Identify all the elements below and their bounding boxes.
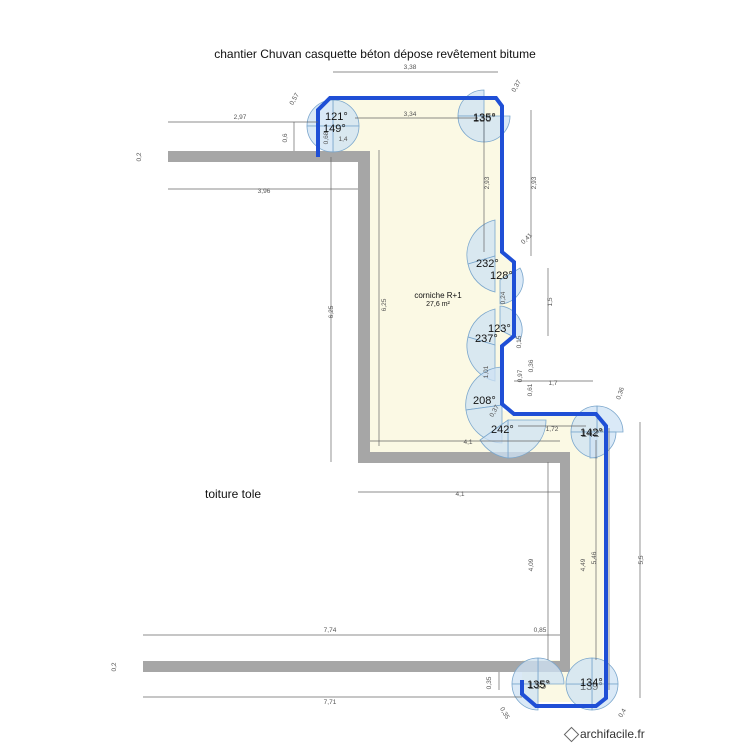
angle-arc <box>479 419 509 459</box>
dim-label: 1,5 <box>547 297 554 306</box>
dim-label: 3,96 <box>258 188 271 195</box>
angle-arc <box>499 267 524 305</box>
dim-label: 1,4 <box>338 136 347 143</box>
watermark: archifacile.fr <box>563 727 645 743</box>
dim-label: 0,15 <box>516 335 523 348</box>
angle-arc <box>467 308 496 346</box>
angle-label: 121° <box>325 111 348 123</box>
wall-right-vertical <box>560 452 570 672</box>
angle-arc <box>565 657 593 685</box>
plan-title: chantier Chuvan casquette béton dépose r… <box>214 47 536 61</box>
wall-left-vertical <box>358 151 370 463</box>
angle-arc <box>332 99 360 127</box>
angle-arc <box>499 305 523 341</box>
wall-bottom <box>143 661 570 672</box>
room-name: corniche R+1 <box>414 291 462 300</box>
angle-label: 237° <box>475 333 498 345</box>
angle-arc <box>565 683 593 711</box>
dim-label: 3,34 <box>404 111 417 118</box>
dim-label: 1,7 <box>548 380 557 387</box>
angle-arc <box>457 115 485 143</box>
dim-label: 0,4 <box>617 707 628 719</box>
dim-label: 0,97 <box>517 369 524 382</box>
wall-mid-horizontal <box>358 452 570 463</box>
dim-label: 0,35 <box>486 676 493 689</box>
dim-label: 5,5 <box>638 555 645 564</box>
angle-label: 139° <box>580 681 603 693</box>
dim-label: 1,01 <box>483 365 490 378</box>
angle-arc <box>537 657 565 685</box>
wall-top-left <box>168 151 358 162</box>
dim-label: 0,2 <box>136 152 143 161</box>
dim-label: 6,25 <box>381 298 388 311</box>
angle-arc <box>511 657 539 685</box>
angle-label: 135° <box>473 112 496 124</box>
room-label: corniche R+1 27,6 m² <box>414 291 462 308</box>
dim-label: 2,93 <box>484 176 491 189</box>
wall-group <box>143 151 570 672</box>
dim-label: 0,2 <box>111 662 118 671</box>
angle-label: 128° <box>490 270 513 282</box>
angle-arcs <box>306 89 624 711</box>
angle-label: 135° <box>527 679 550 691</box>
dim-label: 0,37 <box>511 79 524 94</box>
angle-label: 208° <box>473 395 496 407</box>
dim-label: 4,1 <box>455 491 464 498</box>
dim-label: 0,57 <box>289 92 302 107</box>
dim-label: 0,36 <box>528 359 535 372</box>
dimension-lines <box>143 71 641 698</box>
angle-arc <box>466 219 496 265</box>
dim-label: 3,38 <box>404 64 417 71</box>
dim-label: 7,71 <box>324 699 337 706</box>
angle-label: 149° <box>323 123 346 135</box>
angle-arc <box>465 366 503 411</box>
dim-label: 0,36 <box>615 386 626 401</box>
dim-label: 2,93 <box>531 176 538 189</box>
angle-label: 123° <box>488 323 511 335</box>
dimension-labels: 3,38 3,34 2,97 3,96 0,2 0,6 0,57 1,4 0,3… <box>111 64 645 721</box>
watermark-text: archifacile.fr <box>580 727 645 741</box>
dim-label: 5,46 <box>591 551 598 564</box>
angle-label: 142° <box>580 427 603 439</box>
angle-arc <box>589 431 617 459</box>
archifacile-logo-icon <box>563 727 580 743</box>
dim-label: 2,97 <box>234 114 247 121</box>
angle-arc <box>507 419 547 459</box>
dim-label: 4,1 <box>463 439 472 446</box>
dim-label: 0,6 <box>282 133 289 142</box>
angle-label: 136° <box>473 113 496 125</box>
angle-label: 232° <box>476 258 499 270</box>
angle-arc <box>467 255 496 293</box>
angle-label: 142° <box>581 428 604 440</box>
dim-label: 0,35 <box>498 706 511 721</box>
angle-label: 134° <box>580 677 603 689</box>
dim-label: 7,74 <box>324 627 337 634</box>
dim-label: 0,85 <box>534 627 547 634</box>
roof-label: toiture tole <box>205 487 262 501</box>
dim-label: 0,68 <box>323 131 330 144</box>
angle-arc <box>332 125 360 153</box>
cornice-outline-wall[interactable] <box>316 96 608 708</box>
angle-label: 242° <box>491 424 514 436</box>
dim-label: 6,25 <box>328 305 335 318</box>
dim-label: 1,72 <box>546 426 559 433</box>
dim-label: 0,61 <box>527 383 534 396</box>
dim-label: 0,41 <box>520 232 534 246</box>
room-area: 27,6 m² <box>426 301 450 308</box>
angle-label: 135° <box>528 680 551 692</box>
angle-labels: 121° 149° 135° 136° 232° 128° 123° 237° … <box>323 111 604 693</box>
dim-label: 4,49 <box>580 558 587 571</box>
dim-label: 4,09 <box>528 558 535 571</box>
dim-label: 0,24 <box>500 291 507 304</box>
